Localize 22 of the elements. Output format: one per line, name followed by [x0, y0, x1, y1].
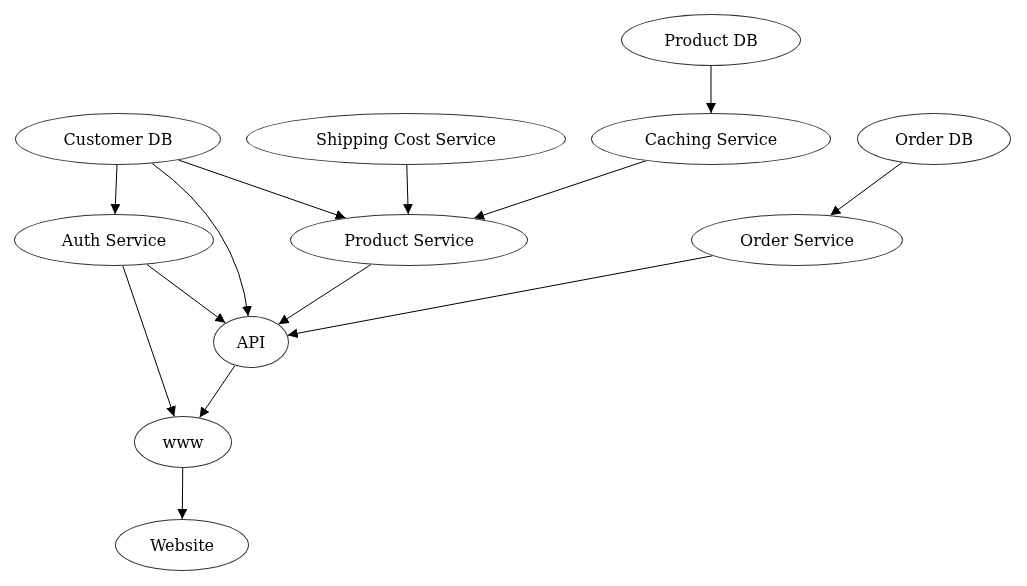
node-label: Product Service — [344, 230, 474, 250]
node-label: Auth Service — [61, 230, 167, 250]
node-label: Order DB — [895, 129, 973, 149]
arrow — [178, 159, 347, 220]
arrow — [706, 65, 716, 114]
ellipse-node — [14, 214, 214, 266]
node-label: Order Service — [740, 230, 854, 250]
node-label: API — [236, 332, 266, 352]
node-label: Customer DB — [63, 129, 173, 149]
node-label: Website — [149, 535, 215, 555]
node-label: Caching Service — [644, 129, 778, 149]
node-label: Product DB — [664, 30, 758, 50]
arrow — [122, 265, 176, 417]
arrow — [402, 164, 413, 215]
arrow — [110, 164, 121, 215]
arrow — [287, 255, 714, 339]
ellipse-node — [213, 316, 289, 368]
node-label: www — [162, 432, 204, 452]
arrow — [829, 162, 903, 216]
node-label: Shipping Cost Service — [316, 129, 496, 149]
arrow — [473, 160, 647, 220]
arrow — [177, 467, 188, 520]
